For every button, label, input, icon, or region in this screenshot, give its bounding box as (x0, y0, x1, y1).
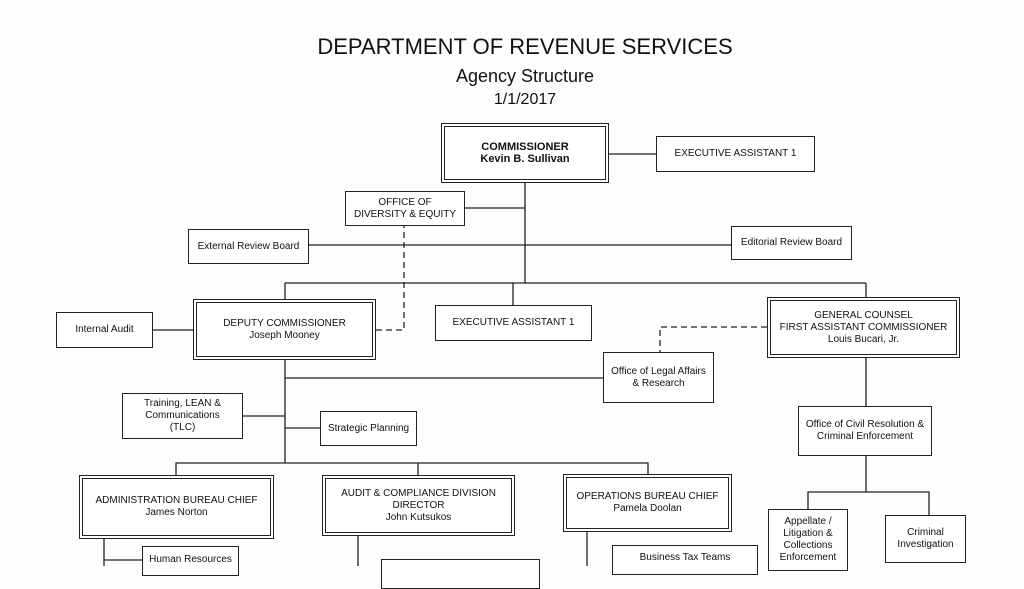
executive-assistant-mid-label: EXECUTIVE ASSISTANT 1 (452, 317, 575, 328)
internal-audit-box: Internal Audit (56, 312, 153, 348)
diversity-line1: OFFICE OF (378, 196, 432, 208)
training-line1: Training, LEAN & (144, 398, 221, 409)
editorial-review-label: Editorial Review Board (740, 237, 843, 248)
page-title: DEPARTMENT OF REVENUE SERVICES (317, 34, 733, 59)
audit-compliance-box: AUDIT & COMPLIANCE DIVISION DIRECTOR Joh… (322, 475, 515, 536)
external-review-label: External Review Board (197, 240, 300, 252)
diversity-line2: DIVERSITY & EQUITY (353, 208, 457, 220)
executive-assistant-top-box: EXECUTIVE ASSISTANT 1 (656, 136, 815, 172)
commissioner-box: COMMISSIONER Kevin B. Sullivan (441, 123, 609, 183)
audit-sub-box (381, 559, 540, 589)
appellate-box: Appellate / Litigation & Collections Enf… (768, 509, 848, 571)
administration-bureau-box: ADMINISTRATION BUREAU CHIEF James Norton (79, 475, 274, 539)
strategic-planning-box: Strategic Planning (320, 411, 417, 446)
human-resources-box: Human Resources (142, 546, 239, 576)
admin-name: James Norton (145, 507, 208, 518)
executive-assistant-top-label: EXECUTIVE ASSISTANT 1 (674, 148, 797, 159)
page-date: 1/1/2017 (493, 91, 557, 108)
audit-name: John Kutsukos (385, 511, 452, 523)
operations-bureau-box: OPERATIONS BUREAU CHIEF Pamela Doolan (563, 474, 732, 532)
operations-title: OPERATIONS BUREAU CHIEF (576, 491, 719, 502)
executive-assistant-mid-box: EXECUTIVE ASSISTANT 1 (435, 305, 592, 341)
criminal-line2: Investigation (897, 539, 954, 550)
deputy-name: Joseph Mooney (249, 329, 320, 341)
editorial-review-board-box: Editorial Review Board (731, 226, 852, 260)
connector-lines (103, 153, 930, 566)
external-review-board-box: External Review Board (188, 229, 309, 264)
deputy-title: DEPUTY COMMISSIONER (223, 317, 346, 329)
appellate-line1: Appellate / (784, 516, 832, 527)
legal-affairs-box: Office of Legal Affairs & Research (603, 352, 714, 403)
legal-affairs-line1: Office of Legal Affairs (611, 365, 706, 377)
internal-audit-label: Internal Audit (75, 324, 134, 335)
general-counsel-line1: GENERAL COUNSEL (814, 309, 913, 321)
human-resources-label: Human Resources (149, 554, 232, 565)
criminal-line1: Criminal (907, 527, 944, 538)
general-counsel-box: GENERAL COUNSEL FIRST ASSISTANT COMMISSI… (767, 297, 960, 358)
deputy-commissioner-box: DEPUTY COMMISSIONER Joseph Mooney (193, 299, 376, 360)
general-counsel-name: Louis Bucari, Jr. (827, 333, 900, 345)
legal-affairs-line2: & Research (632, 377, 685, 389)
appellate-line4: Enforcement (779, 552, 837, 563)
audit-line1: AUDIT & COMPLIANCE DIVISION (341, 487, 496, 499)
criminal-investigation-box: Criminal Investigation (885, 515, 966, 563)
operations-name: Pamela Doolan (613, 503, 682, 514)
admin-title: ADMINISTRATION BUREAU CHIEF (95, 495, 258, 506)
appellate-line2: Litigation & (783, 528, 833, 539)
audit-line2: DIRECTOR (392, 499, 445, 511)
page-subtitle: Agency Structure (455, 66, 595, 86)
training-line2: Communications (145, 410, 220, 421)
civil-resolution-line1: Office of Civil Resolution & (805, 419, 925, 430)
general-counsel-line2: FIRST ASSISTANT COMMISSIONER (779, 321, 948, 333)
diversity-equity-box: OFFICE OF DIVERSITY & EQUITY (345, 191, 465, 226)
appellate-line3: Collections (783, 540, 833, 551)
training-line3: (TLC) (169, 422, 196, 433)
civil-resolution-line2: Criminal Enforcement (816, 431, 914, 442)
strategic-planning-label: Strategic Planning (327, 422, 410, 434)
commissioner-name: Kevin B. Sullivan (480, 153, 570, 165)
training-lean-box: Training, LEAN & Communications (TLC) (122, 393, 243, 439)
business-tax-teams-box: Business Tax Teams (612, 545, 758, 575)
civil-resolution-box: Office of Civil Resolution & Criminal En… (798, 406, 932, 456)
commissioner-title: COMMISSIONER (481, 141, 569, 153)
business-tax-label: Business Tax Teams (639, 552, 731, 563)
